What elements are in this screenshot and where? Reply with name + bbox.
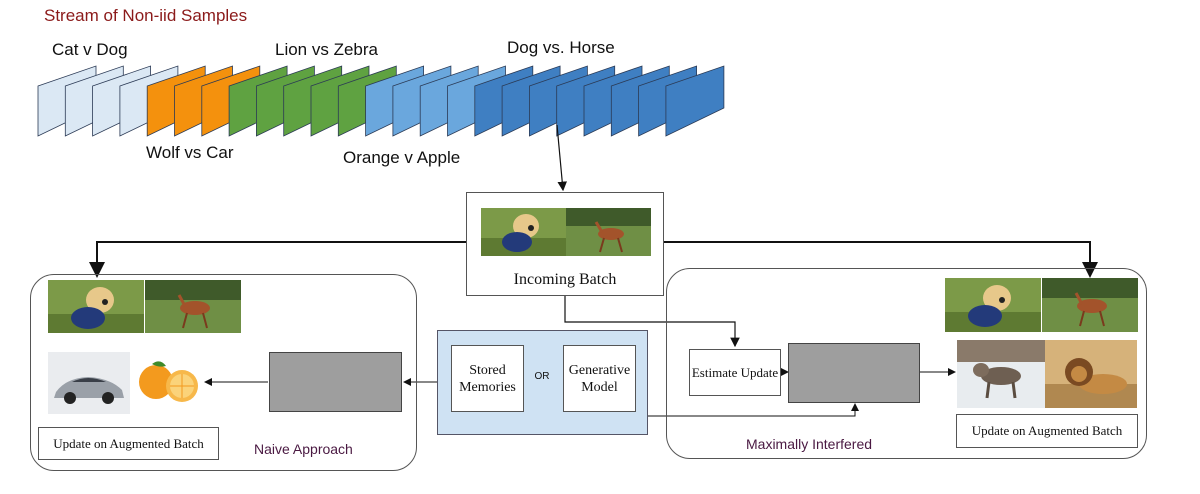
incoming-batch-label: Incoming Batch: [513, 271, 617, 288]
mir-container: [666, 268, 1147, 459]
batch-to-mir-arrow: [664, 241, 1098, 278]
lion-photo-icon: [1045, 340, 1137, 408]
or-label: OR: [534, 371, 550, 382]
orange-photo-icon: [132, 356, 204, 406]
memory-to-mir-arrow: [648, 403, 859, 417]
mir-update-caption: Update on Augmented Batch: [956, 414, 1138, 448]
batch-to-naive-arrow: [89, 241, 466, 278]
group-label-lion-zebra: Lion vs Zebra: [275, 40, 378, 59]
group-label-orange-apple: Orange v Apple: [343, 148, 461, 167]
mir-dog-photo-icon: [945, 278, 1041, 332]
maximally-interfered-label: Maximally Interfered: [746, 436, 873, 452]
naive-approach-label: Naive Approach: [254, 441, 353, 457]
stream-to-batch-arrow: [556, 124, 568, 192]
memory-panel: Stored Memories OR Generative Model: [437, 330, 648, 435]
naive-approach-container: [30, 274, 417, 471]
sample-card: [665, 65, 725, 137]
mir-deer-photo-icon: [1042, 278, 1138, 332]
group-label-cat-dog: Cat v Dog: [52, 40, 128, 59]
naive-update-caption: Update on Augmented Batch: [38, 427, 219, 460]
naive-deer-photo-icon: [145, 280, 241, 333]
group-label-dog-horse: Dog vs. Horse: [507, 38, 615, 57]
mir-update-block: [788, 343, 920, 403]
wolf-photo-icon: [957, 340, 1045, 408]
car-photo-icon: [48, 352, 130, 414]
incoming-batch-box: Incoming Batch: [466, 192, 664, 296]
batch-to-estimate-arrow: [564, 296, 740, 348]
stream-title: Stream of Non-iid Samples: [44, 6, 248, 25]
dog-photo-icon: [481, 208, 566, 256]
naive-update-block: [269, 352, 402, 412]
deer-photo-icon: [566, 208, 651, 256]
generative-model-box: Generative Model: [563, 345, 636, 412]
stored-memories-box: Stored Memories: [451, 345, 524, 412]
naive-dog-photo-icon: [48, 280, 144, 333]
estimate-update-box: Estimate Update: [689, 349, 781, 396]
sample-stream: [37, 65, 725, 137]
group-label-wolf-car: Wolf vs Car: [146, 143, 234, 162]
